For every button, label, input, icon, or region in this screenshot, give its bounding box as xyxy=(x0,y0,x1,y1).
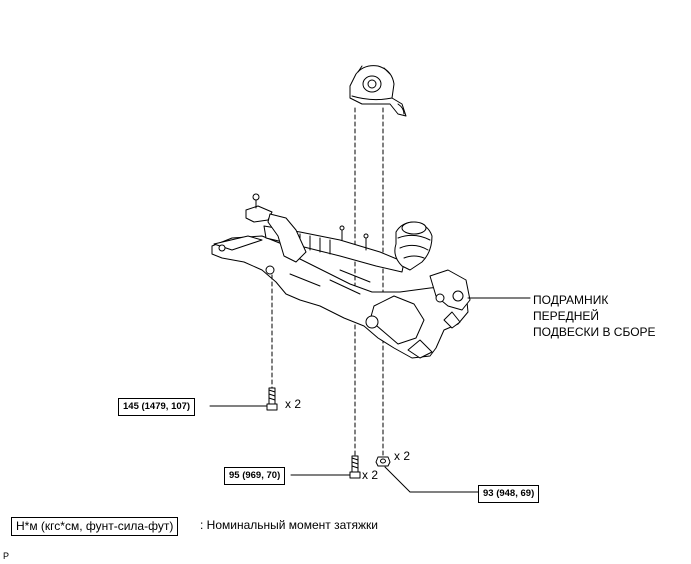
upper-mount-bracket xyxy=(349,65,407,117)
figure-code: P xyxy=(3,551,10,561)
nut-93-leader-line xyxy=(384,466,479,493)
bolt-95-icon xyxy=(349,455,361,479)
nut-93-icon xyxy=(375,456,391,467)
legend-unit-box: Н*м (кгс*см, фунт-сила-фут) xyxy=(11,517,179,536)
legend-text: : Номинальный момент затяжки xyxy=(200,518,378,532)
torque-spec-145: 145 (1479, 107) xyxy=(118,398,196,416)
qty-93: x 2 xyxy=(394,449,411,463)
qty-145: x 2 xyxy=(285,397,302,411)
torque-spec-95: 95 (969, 70) xyxy=(224,467,286,485)
front-suspension-subframe xyxy=(211,193,471,359)
upper-bracket-guide-lines xyxy=(354,107,384,461)
bolt-145-icon xyxy=(266,387,278,411)
component-label-line3: ПОДВЕСКИ В СБОРЕ xyxy=(533,325,656,339)
component-label-line1: ПОДРАМНИК xyxy=(533,293,609,307)
component-label-line2: ПЕРЕДНЕЙ xyxy=(533,309,600,323)
torque-spec-93: 93 (948, 69) xyxy=(478,485,540,503)
qty-95: x 2 xyxy=(362,468,379,482)
